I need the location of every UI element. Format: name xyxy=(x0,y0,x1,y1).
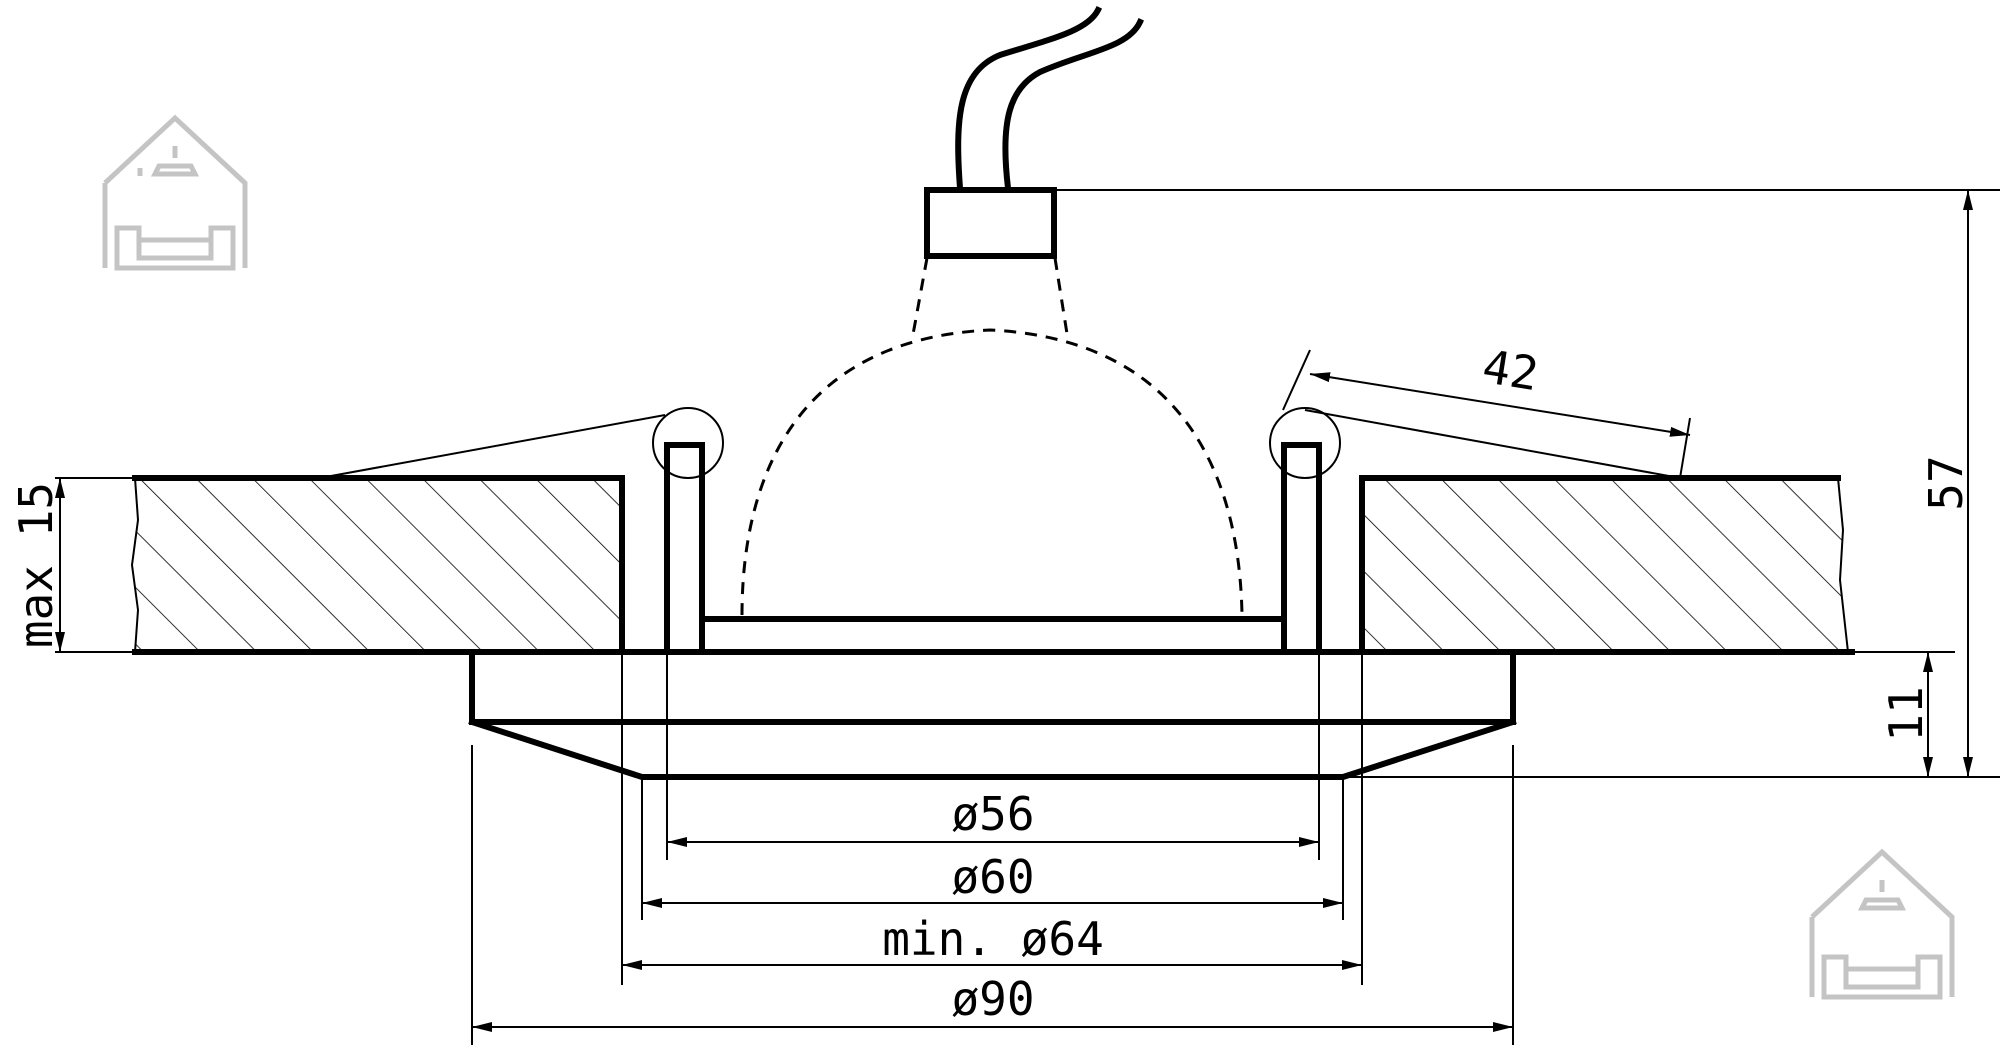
house-sofa-logo-icon xyxy=(102,114,248,271)
dimension-d64-label: min. ø64 xyxy=(882,912,1104,966)
dimension-d64: min. ø64 xyxy=(622,912,1362,970)
dimension-d60-label: ø60 xyxy=(951,850,1034,904)
spring-clip-left xyxy=(652,407,724,655)
leader-right xyxy=(1304,409,1681,479)
dimension-h11: 11 xyxy=(1879,652,1933,777)
power-wires xyxy=(955,5,1144,192)
dimension-d60: ø60 xyxy=(642,850,1343,908)
ceiling-left xyxy=(130,475,625,655)
extension-lines xyxy=(55,189,2000,1045)
dimension-d56-label: ø56 xyxy=(951,787,1034,841)
dimension-h15-label: max 15 xyxy=(9,482,63,648)
dimension-h15: max 15 xyxy=(9,478,65,652)
dimension-h11-label: 11 xyxy=(1879,686,1933,741)
socket xyxy=(924,187,1057,259)
leader-left xyxy=(319,414,666,479)
fixture-flange xyxy=(468,649,1517,780)
dimension-d56: ø56 xyxy=(667,787,1319,847)
dimension-d90-label: ø90 xyxy=(951,972,1034,1026)
dimension-d90: ø90 xyxy=(472,972,1513,1032)
bulb-outline xyxy=(740,257,1244,616)
dimension-h57-label: 57 xyxy=(1919,455,1973,510)
house-sofa-logo-icon xyxy=(1809,848,1955,1000)
dimension-h57: 57 xyxy=(1919,190,1973,777)
dimension-l42-label: 42 xyxy=(1479,339,1542,401)
dimension-l42: 42 xyxy=(1309,339,1691,437)
ceiling-right xyxy=(1359,475,1849,655)
spring-clip-right xyxy=(1269,407,1341,655)
